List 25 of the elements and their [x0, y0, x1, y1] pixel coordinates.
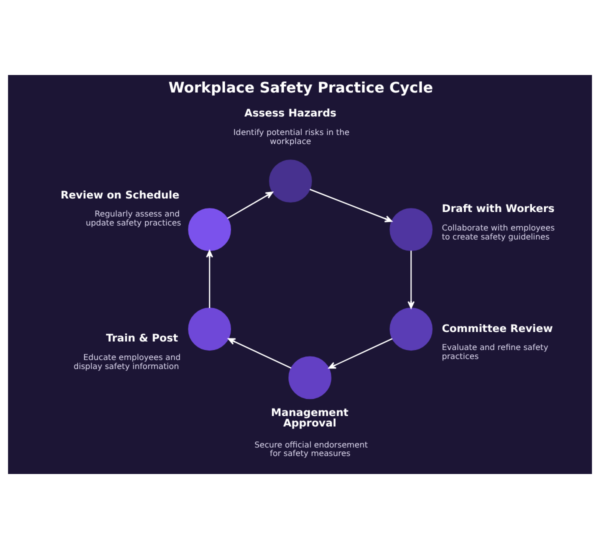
node-label: Assess Hazards [244, 107, 336, 120]
node-label: Management Approval [271, 406, 348, 430]
arrow [310, 188, 392, 222]
node-label: Review on Schedule [60, 188, 180, 201]
diagram-title: Workplace Safety Practice Cycle [168, 78, 434, 96]
node-label: Collaborate with employees to create safety guidelines [442, 222, 555, 241]
node-label: Draft with Workers [442, 202, 555, 215]
arrow [227, 191, 274, 218]
arrow [328, 338, 393, 368]
node-circle [390, 208, 433, 251]
arrow [228, 338, 292, 368]
node-circle [269, 159, 312, 202]
node-circle [188, 208, 231, 251]
node-label: Regularly assess and update safety practices [86, 208, 182, 228]
node-circle [188, 307, 231, 350]
node-label: Educate employees and display safety information [74, 351, 181, 370]
node-circle [288, 356, 332, 399]
node-label: Identify potential risks in the workplace [233, 126, 350, 146]
arrow [206, 250, 214, 308]
node-circle [390, 307, 433, 350]
node-label: Secure official endorsement for safety measures [254, 438, 368, 458]
node-label: Train & Post [106, 332, 178, 344]
node-label: Committee Review [442, 322, 553, 334]
node-label: Evaluate and refine safety practices [442, 342, 548, 361]
arrow [408, 250, 415, 308]
